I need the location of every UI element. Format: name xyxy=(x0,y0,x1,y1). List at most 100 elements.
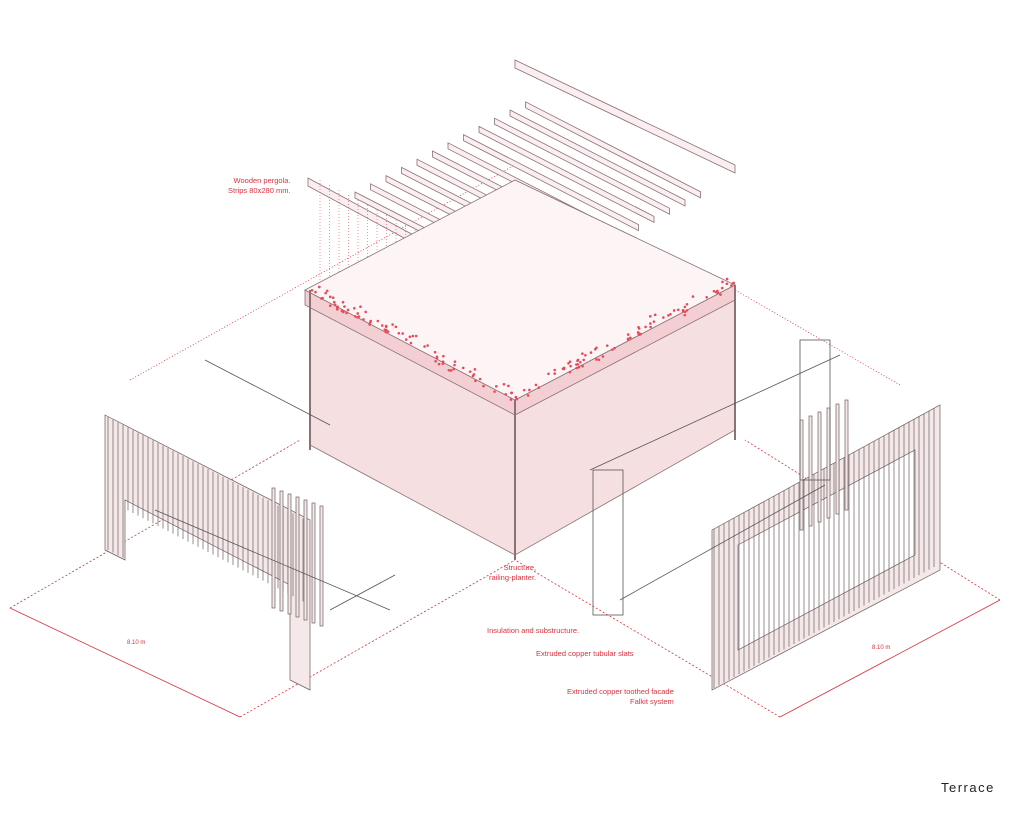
plant xyxy=(503,383,506,386)
plant xyxy=(582,359,585,362)
plant xyxy=(398,332,401,335)
label-insulation: Insulation and substructure. xyxy=(487,626,579,636)
plant xyxy=(649,326,652,329)
vertical-slat xyxy=(296,497,299,617)
label-structure: Structure, railing-planter. xyxy=(489,563,536,583)
vertical-slat xyxy=(809,416,812,526)
plant xyxy=(318,286,321,289)
plant xyxy=(721,281,724,284)
plant xyxy=(384,328,387,331)
plant xyxy=(504,393,507,396)
plant xyxy=(686,303,689,306)
plant xyxy=(326,290,329,293)
plant xyxy=(462,367,465,370)
plant xyxy=(595,358,598,361)
plant xyxy=(332,296,335,299)
plant xyxy=(442,355,445,358)
plant xyxy=(510,398,513,401)
drawing-title: Terrace xyxy=(941,780,995,795)
plant xyxy=(730,284,733,287)
plant xyxy=(482,385,485,388)
vertical-slat xyxy=(827,408,830,518)
plant xyxy=(705,296,708,299)
plant xyxy=(662,316,665,319)
plant xyxy=(577,363,580,366)
plant xyxy=(578,366,581,369)
plant xyxy=(405,338,408,341)
dimension-right: 8.10 m xyxy=(872,643,890,653)
plant xyxy=(553,372,556,375)
plant xyxy=(683,314,686,317)
plant xyxy=(453,364,456,367)
plant xyxy=(627,333,630,336)
plant xyxy=(347,309,350,312)
plant xyxy=(567,362,570,365)
plant xyxy=(354,315,357,318)
plant xyxy=(677,308,680,311)
plant xyxy=(510,392,513,395)
plant xyxy=(442,360,445,363)
plant xyxy=(569,371,572,374)
vertical-slat xyxy=(312,503,315,623)
plant xyxy=(342,301,345,304)
plant xyxy=(401,332,404,335)
label-structure-line2: railing-planter. xyxy=(489,573,536,583)
vertical-slat xyxy=(304,500,307,620)
plant xyxy=(341,310,344,313)
plant xyxy=(581,365,584,368)
vertical-slat xyxy=(288,494,291,614)
plant xyxy=(359,305,362,308)
label-structure-line1: Structure, xyxy=(489,563,536,573)
plant xyxy=(507,385,510,388)
plant xyxy=(590,351,593,354)
plant xyxy=(527,394,530,397)
plant xyxy=(726,282,729,285)
plant xyxy=(409,335,412,338)
plant xyxy=(336,305,339,308)
plant xyxy=(726,278,729,281)
label-slats: Extruded copper tubular slats xyxy=(536,649,634,659)
plant xyxy=(553,369,556,372)
plant xyxy=(324,292,327,295)
plant xyxy=(575,367,578,370)
plant xyxy=(415,335,418,338)
plant xyxy=(454,360,457,363)
plant xyxy=(721,287,724,290)
plant xyxy=(311,289,314,292)
plant xyxy=(450,369,453,372)
left-panel-frame xyxy=(105,415,310,690)
plant xyxy=(436,355,439,358)
plant xyxy=(336,308,339,311)
dimension-left: 8.10 m xyxy=(127,638,145,648)
plant xyxy=(547,372,550,375)
plant xyxy=(364,311,367,314)
plant xyxy=(434,360,437,363)
plant xyxy=(538,386,541,389)
plant xyxy=(579,361,582,364)
plant xyxy=(385,331,388,334)
plant xyxy=(686,309,689,312)
plant xyxy=(426,344,429,347)
plant xyxy=(391,323,394,326)
vertical-slat xyxy=(845,400,848,510)
plant xyxy=(423,345,426,348)
plant xyxy=(716,290,719,293)
plant xyxy=(452,368,455,371)
plant xyxy=(353,307,356,310)
plant xyxy=(598,358,601,361)
railing-planter-structure xyxy=(305,180,735,560)
plant xyxy=(649,322,652,325)
label-pergola-line1: Wooden pergola. xyxy=(228,176,291,186)
label-pergola-line2: Strips 80x280 mm. xyxy=(228,186,291,196)
plant xyxy=(577,359,580,362)
plant xyxy=(669,313,672,316)
vertical-slat xyxy=(836,404,839,514)
vertical-slat xyxy=(320,506,323,626)
plant xyxy=(448,369,451,372)
plant xyxy=(569,365,572,368)
plant xyxy=(343,305,346,308)
plant xyxy=(469,370,472,373)
plant xyxy=(493,390,496,393)
plant xyxy=(329,304,332,307)
